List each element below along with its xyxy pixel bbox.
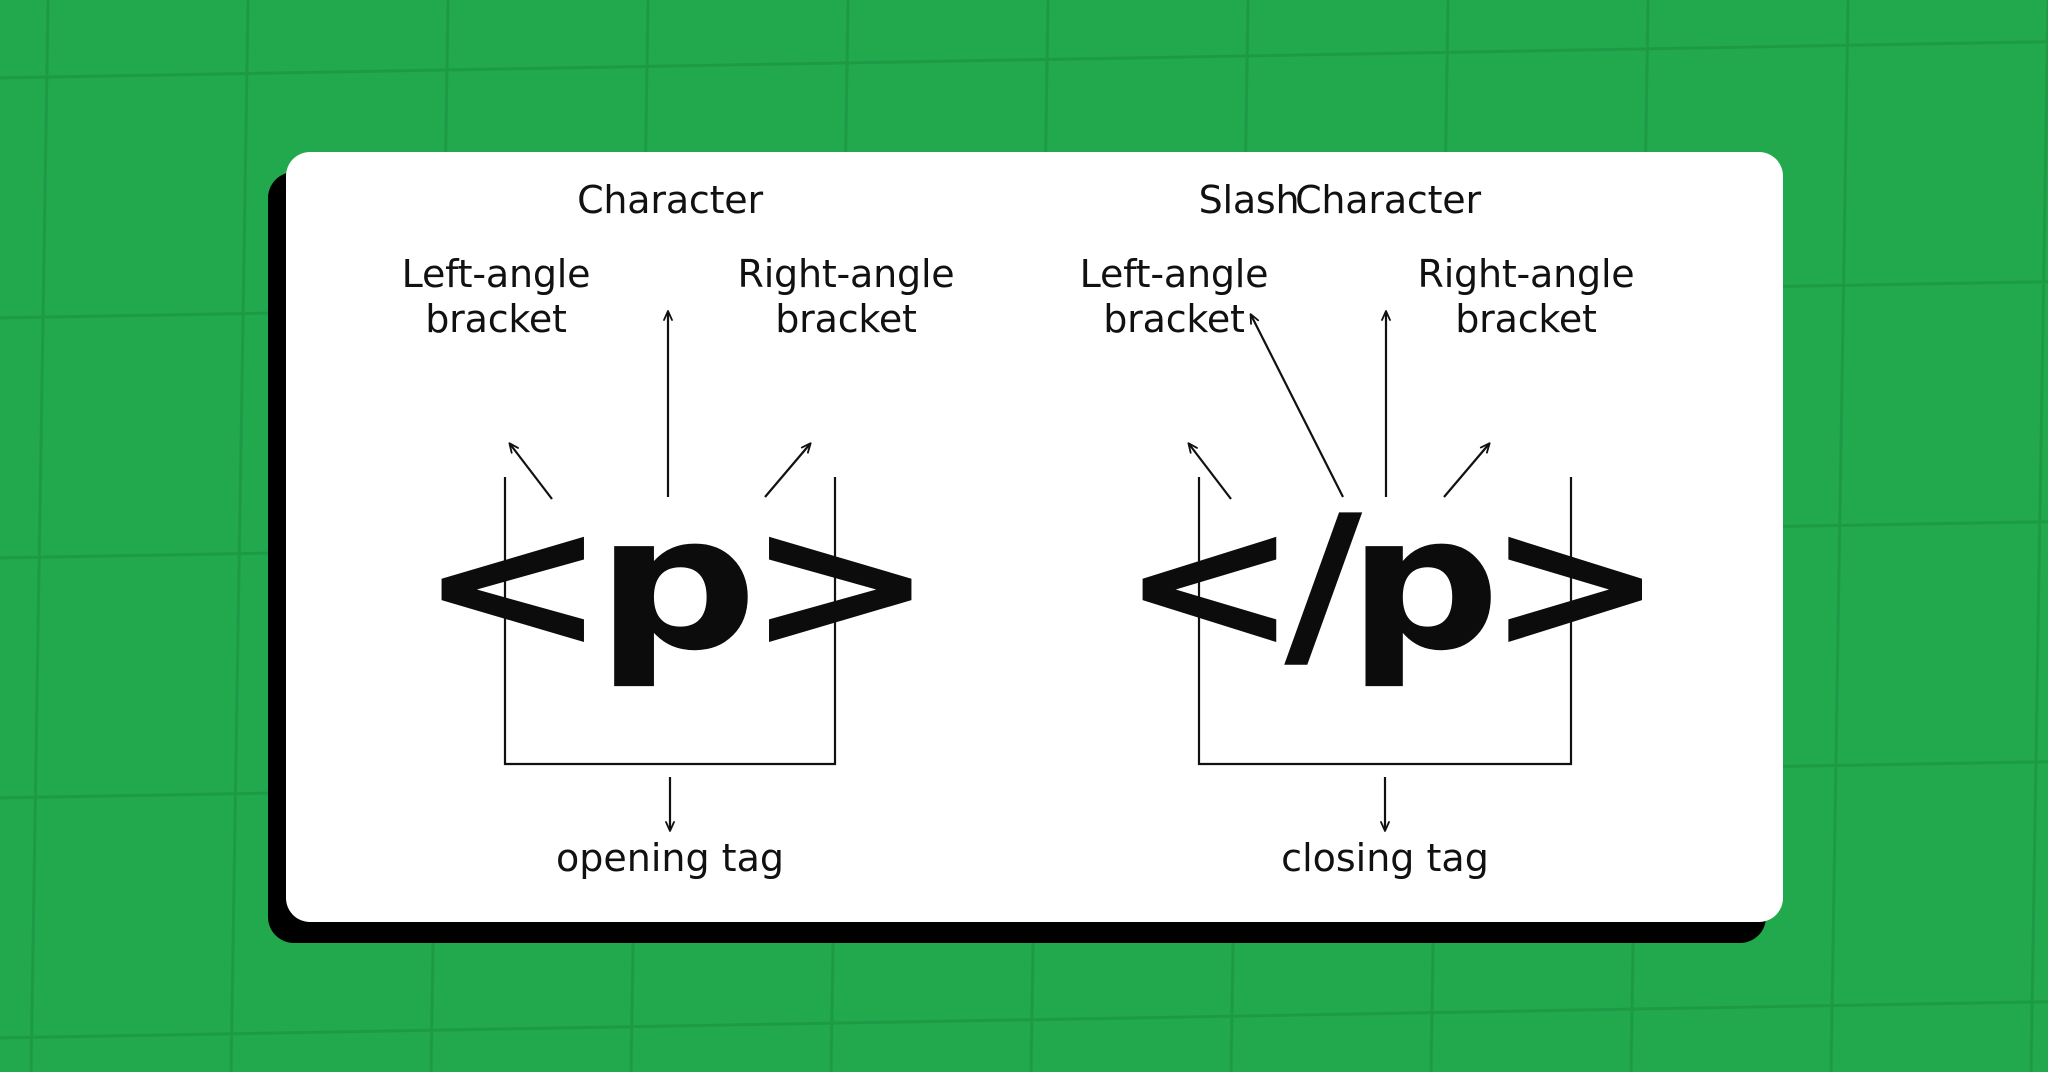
brace-close-tag [1197, 477, 1573, 766]
diagram-card: Character Left-angle bracket Right-angle… [286, 152, 1783, 922]
arrow-slash-close [1249, 313, 1344, 498]
label-right-angle-bracket-open: Right-angle bracket [737, 252, 955, 341]
label-opening-tag: opening tag [556, 836, 784, 880]
arrow-left-bracket-open [508, 442, 553, 500]
brace-open-tag [503, 477, 837, 766]
arrow-right-bracket-open [764, 442, 812, 498]
label-left-angle-bracket-open: Left-angle bracket [401, 252, 591, 341]
annotation-lines [503, 310, 1573, 832]
label-closing-tag: closing tag [1281, 836, 1489, 880]
arrow-right-bracket-close [1443, 442, 1491, 498]
label-left-angle-bracket-close: Left-angle bracket [1079, 252, 1269, 341]
label-right-angle-bracket-close: Right-angle bracket [1417, 252, 1635, 341]
label-character-close: Character [1295, 178, 1481, 222]
label-character-open: Character [577, 178, 763, 222]
opening-tag-glyph: <p> [417, 476, 935, 693]
label-slash-close: Slash [1198, 178, 1300, 222]
arrow-left-bracket-close [1187, 442, 1232, 500]
closing-tag-glyph: </p> [1119, 476, 1665, 693]
